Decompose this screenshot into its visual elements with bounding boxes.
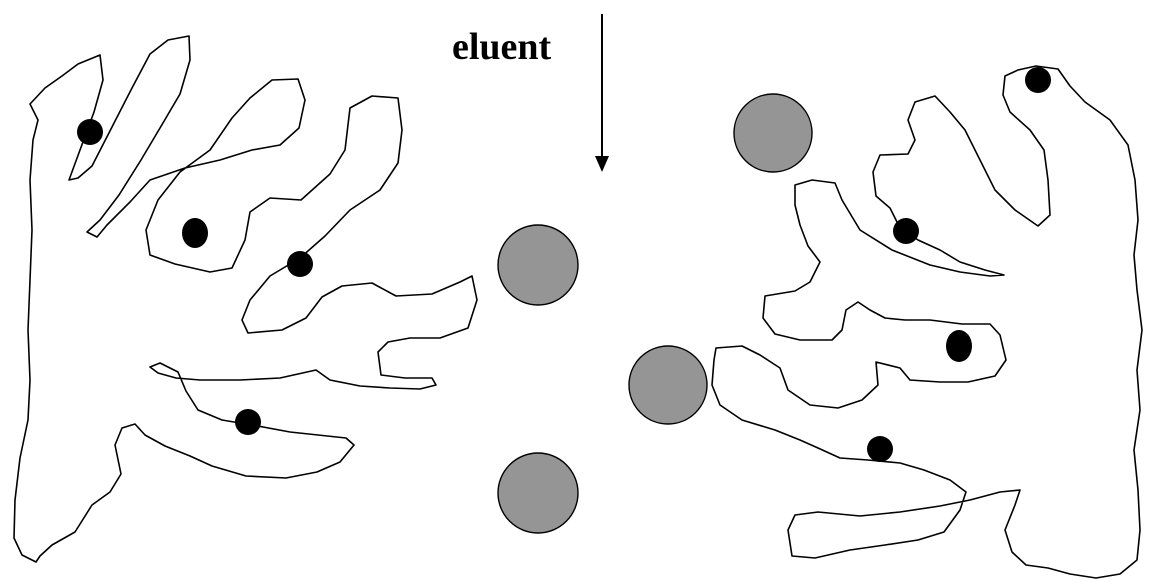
porous-bead-right <box>711 65 1143 579</box>
small-molecule <box>867 436 893 462</box>
large-molecule <box>497 224 579 306</box>
arrow-down-icon <box>595 156 609 172</box>
small-molecule <box>182 218 208 248</box>
large-molecule <box>497 452 579 534</box>
small-molecule <box>77 119 103 145</box>
large-molecule <box>733 93 813 173</box>
small-molecule <box>946 330 972 362</box>
eluent-label: eluent <box>452 26 552 68</box>
small-molecule <box>287 251 313 277</box>
large-molecule <box>628 345 708 425</box>
small-molecule <box>1025 67 1051 93</box>
small-molecule <box>893 218 919 244</box>
porous-bead-left <box>13 35 478 563</box>
small-molecule <box>235 409 261 435</box>
